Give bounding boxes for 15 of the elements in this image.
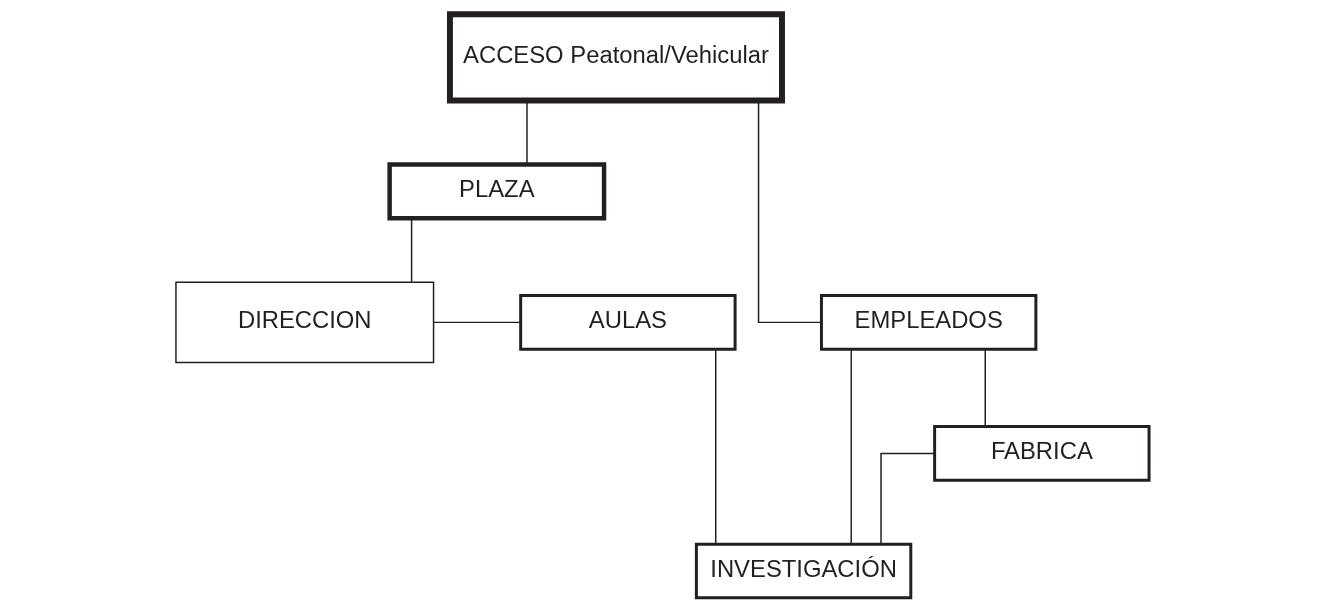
node-box: INVESTIGACIÓN xyxy=(694,542,913,600)
node-box: DIRECCION xyxy=(175,281,435,364)
connector xyxy=(715,348,717,545)
connector xyxy=(526,100,528,165)
connector xyxy=(984,348,986,428)
connector xyxy=(850,348,852,545)
node-box: EMPLEADOS xyxy=(819,294,1038,351)
connector xyxy=(433,321,522,324)
node-box: AULAS xyxy=(519,294,737,351)
node-box: FABRICA xyxy=(933,425,1151,482)
connector xyxy=(757,100,823,324)
connector xyxy=(410,217,413,283)
node-box: PLAZA xyxy=(387,162,607,221)
connector xyxy=(880,452,936,545)
node-box: ACCESO Peatonal/Vehicular xyxy=(446,11,785,104)
